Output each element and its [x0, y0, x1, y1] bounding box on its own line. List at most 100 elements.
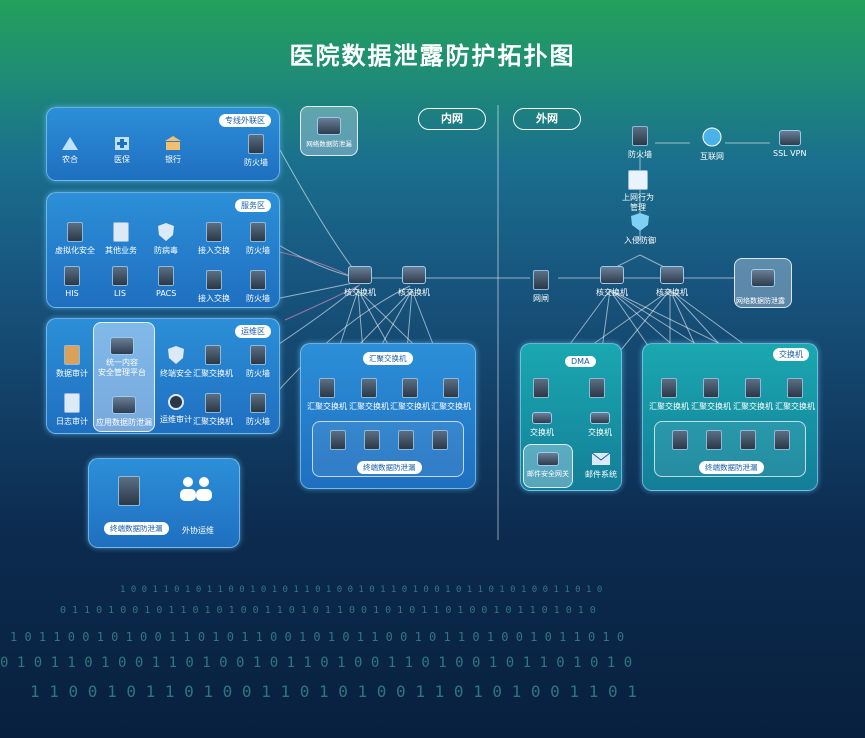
platform-icon	[110, 337, 134, 355]
right-agg-switch-3: 汇聚交换机	[733, 378, 773, 412]
switch-icon	[660, 266, 684, 284]
docs-icon	[113, 222, 129, 242]
gear-icon	[168, 394, 184, 410]
server-icon	[533, 378, 549, 398]
external-zone-tag: 专线外联区	[219, 114, 271, 127]
switch-icon	[206, 222, 222, 242]
external-firewall-node: 防火墙	[244, 134, 268, 168]
switch-icon	[532, 412, 552, 424]
right-switch-zone-tag: 交换机	[773, 348, 809, 361]
ops-zone: 运维区	[46, 318, 280, 434]
terminal-icon	[432, 430, 448, 450]
shield-icon	[168, 346, 184, 364]
intranet-label: 内网	[418, 108, 486, 130]
extranet-label: 外网	[513, 108, 581, 130]
endpoint-dlp-label: 终端数据防泄漏	[357, 461, 422, 474]
server-icon	[64, 266, 80, 286]
core-switch-2: 核交换机	[398, 266, 430, 298]
service-firewall-node-1: 防火墙	[246, 222, 270, 256]
mail-icon	[591, 452, 611, 465]
ips-node: 入侵防御	[624, 212, 656, 246]
switch-icon	[443, 378, 459, 398]
ext-core-switch-1: 核交换机	[596, 266, 628, 298]
bank-icon	[165, 136, 181, 150]
agg-switch-3: 汇聚交换机	[390, 378, 430, 412]
gateway-dlp-card: 网络数据防泄漏	[300, 106, 358, 156]
right-dlp-terminal-3	[740, 430, 756, 450]
access-switch-node-2: 接入交换	[198, 270, 230, 304]
server-icon	[67, 222, 83, 242]
terminal-icon	[364, 430, 380, 450]
terminal-icon	[774, 430, 790, 450]
agg-switch-4: 汇聚交换机	[431, 378, 471, 412]
dlp-terminal-1	[330, 430, 346, 450]
dmz-server-2	[589, 378, 605, 398]
ops-agg-switch-node-1: 汇聚交换机	[193, 345, 233, 379]
data-audit-node: 数据审计	[56, 345, 88, 379]
right-dlp-terminal-1	[672, 430, 688, 450]
right-endpoint-dlp-label: 终端数据防泄漏	[699, 461, 764, 474]
ext-network-dlp-card	[734, 258, 792, 308]
terminal-icon	[740, 430, 756, 450]
other-business-node: 其他业务	[105, 222, 137, 256]
dmz-switch-1: 交换机	[530, 412, 554, 438]
firewall-icon	[632, 126, 648, 146]
ops-firewall-node-1: 防火墙	[246, 345, 270, 379]
ops-zone-tag: 运维区	[235, 325, 271, 338]
people-icon	[180, 477, 212, 501]
switch-icon	[590, 412, 610, 424]
outsourced-ops-people	[176, 474, 216, 507]
dlp-terminal-3	[398, 430, 414, 450]
switch-icon	[402, 266, 426, 284]
dmz-zone-tag: DMA	[565, 356, 596, 367]
globe-icon	[702, 127, 722, 147]
building-icon	[62, 137, 78, 150]
log-icon	[64, 393, 80, 413]
switch-icon	[600, 266, 624, 284]
his-node: HIS	[64, 266, 80, 298]
antivirus-node: 防病毒	[154, 222, 178, 256]
dlp-terminal-4	[432, 430, 448, 450]
terminal-icon	[706, 430, 722, 450]
medical-insurance-node: 医保	[112, 135, 132, 165]
network-dlp-icon	[751, 269, 775, 287]
access-switch-node-1: 接入交换	[198, 222, 230, 256]
dlp-terminal-2	[364, 430, 380, 450]
gateway-icon	[537, 452, 559, 466]
dmz-switch-2: 交换机	[588, 412, 612, 438]
ops-endpoint-dlp-label: 终端数据防泄漏	[104, 522, 169, 535]
right-agg-switch-1: 汇聚交换机	[649, 378, 689, 412]
switch-icon	[205, 393, 221, 413]
dmz-server-1	[533, 378, 549, 398]
browser-icon	[628, 170, 648, 190]
switch-icon	[206, 270, 222, 290]
core-switch-1: 核交换机	[344, 266, 376, 298]
endpoint-security-node: 终端安全	[160, 345, 192, 379]
mail-gateway-card	[523, 444, 573, 488]
binary-background: 1 0 1 1 0 0 1 0 1 0 0 1 1 0 1 0 1 1 0 0 …	[0, 585, 637, 701]
switch-icon	[402, 378, 418, 398]
ssl-vpn-node: SSL VPN	[773, 130, 806, 158]
bank-node: 银行	[163, 135, 183, 165]
switch-icon	[348, 266, 372, 284]
outsourced-ops-label: 外协运维	[182, 526, 214, 535]
terminal-icon	[330, 430, 346, 450]
service-zone: 服务区	[46, 192, 280, 308]
service-zone-tag: 服务区	[235, 199, 271, 212]
firewall-icon	[250, 222, 266, 242]
switch-icon	[787, 378, 803, 398]
right-dlp-terminal-2	[706, 430, 722, 450]
gatekeeper-icon	[533, 270, 549, 290]
server-icon	[112, 266, 128, 286]
dlp-device-icon	[118, 476, 140, 506]
vpn-icon	[778, 130, 801, 146]
shield-icon	[158, 223, 174, 241]
lis-node: LIS	[112, 266, 128, 298]
shield-icon	[631, 213, 649, 231]
switch-icon	[661, 378, 677, 398]
virtualization-security-node: 虚拟化安全	[55, 222, 95, 256]
server-icon	[158, 266, 175, 286]
agg-zone-tag: 汇聚交换机	[363, 352, 413, 365]
server-icon	[589, 378, 605, 398]
right-agg-switch-2: 汇聚交换机	[691, 378, 731, 412]
